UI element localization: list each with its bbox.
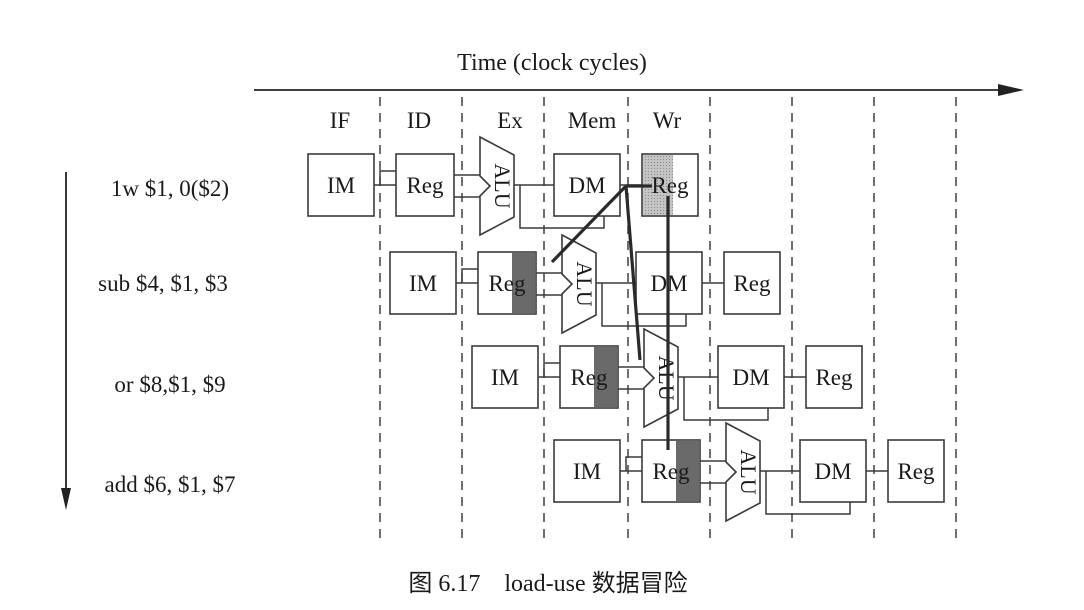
stage-header-if: IF [330,108,350,133]
dm-label: DM [732,365,769,390]
reg-write-label: Reg [651,173,689,198]
dm-box [799,439,867,503]
instr-label-add: add $6, $1, $7 [105,472,236,497]
alu-shape [561,233,597,335]
reg-read-label: Reg [406,173,444,198]
instr-label-or: or $8,$1, $9 [114,372,225,397]
reg-write-label: Reg [897,459,935,484]
figure-caption: 图 6.17 load-use 数据冒险 [408,570,687,597]
stage-header-ex: Ex [497,108,523,133]
alu-label: ALU [736,449,761,494]
reg-read-shade [512,253,535,313]
dm-label: DM [814,459,851,484]
im-label: IM [573,459,601,484]
reg-write-box [805,345,863,409]
wire [683,377,769,421]
alu-label: ALU [572,261,597,306]
stage-header-mem: Mem [568,108,617,133]
wire [379,170,396,185]
reg-write-label: Reg [733,271,771,296]
dm-label: DM [568,173,605,198]
wire [543,362,560,377]
reg-write-box [723,251,781,315]
pipeline-row-lw: IM Reg ALU DM Reg [307,135,699,237]
dm-box [717,345,785,409]
wire [601,283,687,327]
reg-read-label: Reg [488,271,526,296]
alu-label: ALU [490,163,515,208]
instr-label-sub: sub $4, $1, $3 [98,271,228,296]
hazard-paths [550,184,670,450]
reg-read-shade [594,347,617,407]
im-box [471,345,539,409]
instr-label-lw: 1w $1, 0($2) [111,176,229,201]
wire [519,185,605,229]
time-axis-label: Time (clock cycles) [457,50,647,76]
reg-write-box [887,439,945,503]
wire [461,268,478,283]
alu-shape [725,421,761,523]
hazard-path-to-or [624,185,642,361]
program-order-arrowhead [61,488,71,510]
time-axis-arrowhead [998,84,1024,96]
im-label: IM [327,173,355,198]
alu-shape [479,135,515,237]
reg-read-shade [676,441,699,501]
hazard-path-to-sub [550,184,628,264]
stage-header-wr: Wr [653,108,682,133]
reg-read-label: Reg [652,459,690,484]
reg-write-label: Reg [815,365,853,390]
im-label: IM [491,365,519,390]
wire [625,456,642,471]
stage-header-id: ID [407,108,431,133]
pipeline-row-add: IM Reg ALU DM Reg [553,421,945,523]
reg-read-box [395,153,455,217]
reg-read-label: Reg [570,365,608,390]
wire [765,471,851,515]
im-label: IM [409,271,437,296]
